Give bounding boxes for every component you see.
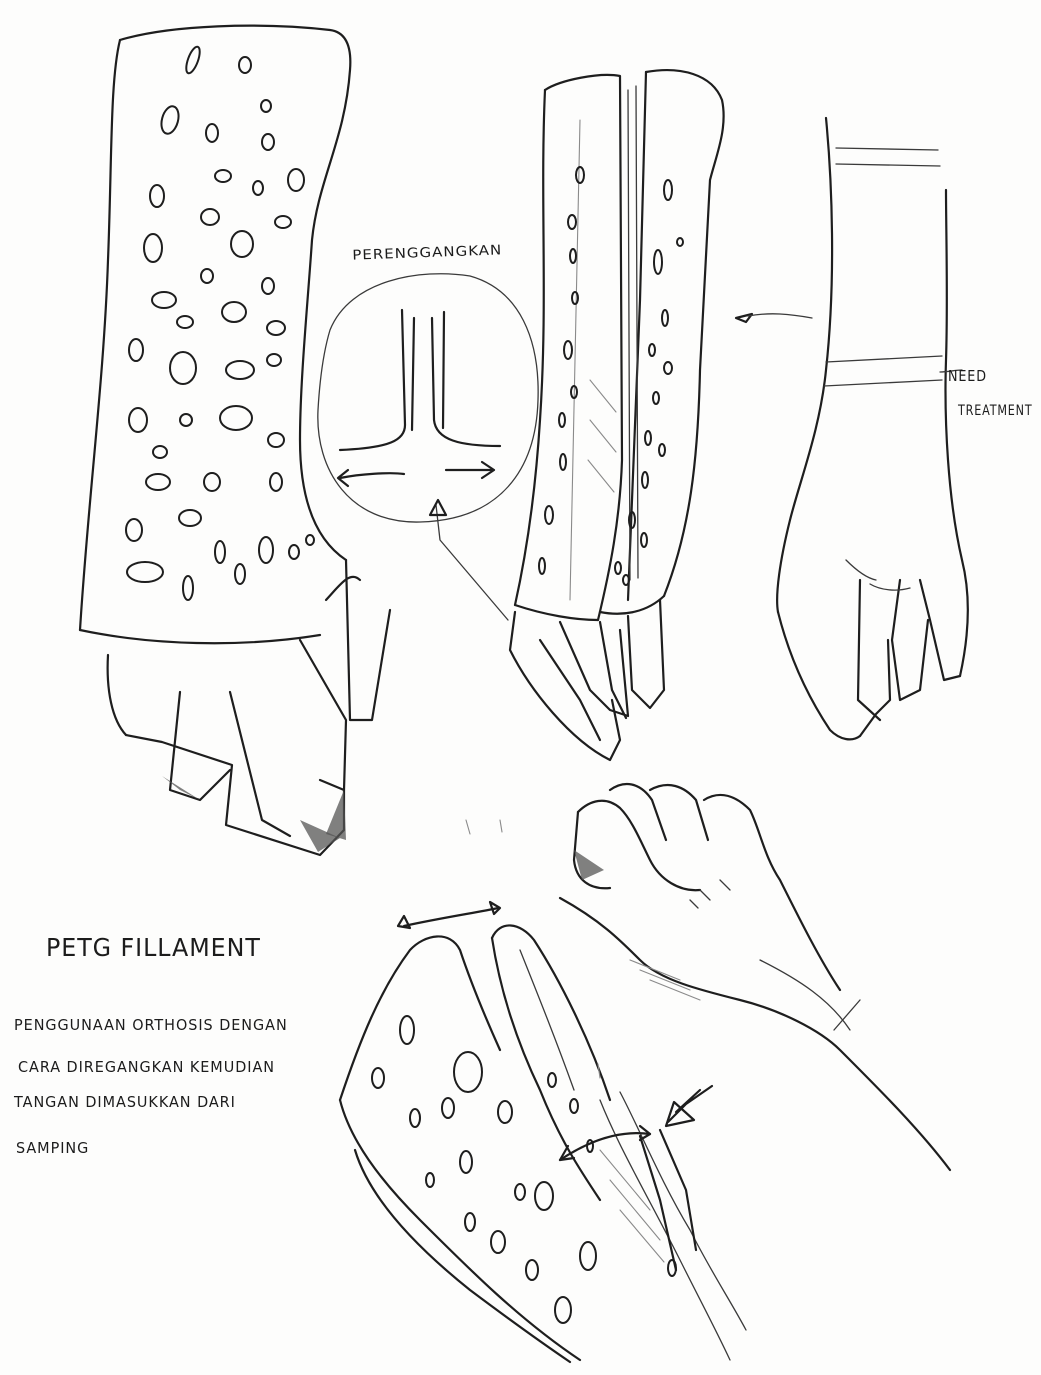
- orthosis-opening-worn-icon: [340, 784, 950, 1362]
- usage-note-line: TANGAN DIMASUKKAN DARI: [14, 1093, 236, 1111]
- need-label: NEED: [948, 367, 987, 385]
- stretch-detail-circle-icon: [318, 274, 538, 620]
- bare-forearm-hand-icon: [736, 118, 968, 739]
- perforated-wrist-orthosis-front-icon: [80, 26, 390, 855]
- usage-note-line: SAMPING: [16, 1139, 89, 1157]
- usage-note-line: CARA DIREGANGKAN KEMUDIAN: [18, 1058, 275, 1076]
- material-label: PETG FILLAMENT: [46, 933, 261, 962]
- treatment-label: TREATMENT: [958, 403, 1033, 419]
- usage-note-line: PENGGUNAAN ORTHOSIS DENGAN: [14, 1016, 288, 1034]
- split-orthosis-two-halves-icon: [510, 70, 724, 760]
